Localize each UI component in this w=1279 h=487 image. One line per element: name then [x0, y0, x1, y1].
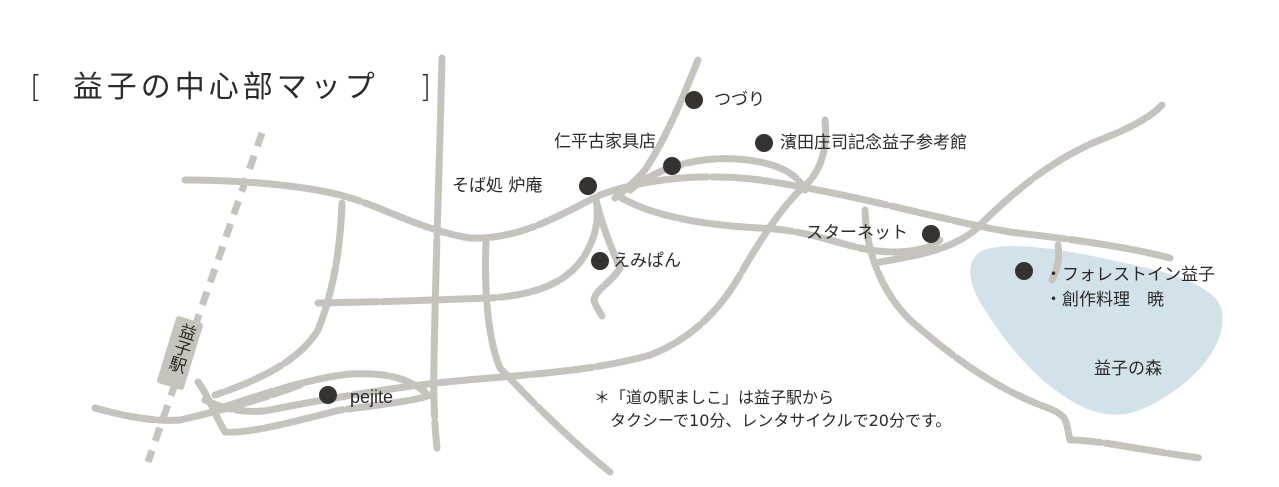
forest-area	[970, 246, 1223, 415]
road-main	[181, 173, 1174, 262]
road-upper-curve	[626, 155, 809, 194]
map-title: [ 益子の中心部マップ ]	[30, 62, 435, 106]
title-bracket-close: ]	[419, 70, 436, 105]
marker-icon-forest[interactable]	[1015, 262, 1033, 280]
place-label-pejite[interactable]: pejite	[350, 387, 394, 407]
road-pejite-upper	[211, 370, 429, 414]
road-vertical-3	[482, 238, 614, 476]
road-lower	[616, 193, 944, 256]
forest-name-label: 益子の森	[1094, 359, 1162, 379]
road-northeast	[876, 101, 1166, 266]
road-vertical-1	[430, 54, 446, 452]
forest-places-list: ・フォレストイン益子 ・創作料理 暁	[1045, 263, 1215, 313]
place-label-hamada[interactable]: 濱田庄司記念益子参考館	[780, 133, 967, 153]
road-cross-middle	[314, 196, 601, 307]
forest-item-akatsuki[interactable]: ・創作料理 暁	[1045, 290, 1164, 310]
marker-icon-tsuzuri[interactable]	[685, 91, 703, 109]
marker-icon-emipan[interactable]	[591, 252, 609, 270]
road-hamada-spur	[201, 116, 830, 416]
marker-icon-pejite[interactable]	[319, 386, 337, 404]
place-label-starnet[interactable]: スターネット	[806, 223, 908, 243]
marker-icon-starnet[interactable]	[922, 225, 940, 243]
road-vertical-2	[211, 199, 346, 399]
title-text: 益子の中心部マップ	[72, 70, 379, 105]
road-south-east	[861, 206, 1204, 462]
place-label-soba[interactable]: そば処 炉庵	[452, 176, 543, 196]
road-forest-spur	[1048, 241, 1063, 284]
note-line-2: タクシーで10分、レンタサイクルで20分です。	[610, 411, 952, 430]
note-line-1: ＊「道の駅ましこ」は益子駅から	[594, 388, 835, 407]
marker-icon-hamada[interactable]	[755, 134, 773, 152]
place-label-nihei[interactable]: 仁平古家具店	[554, 132, 656, 152]
marker-icon-nihei[interactable]	[663, 157, 681, 175]
place-label-tsuzuri[interactable]: つづり	[714, 90, 765, 110]
title-bracket-open: [	[30, 70, 46, 105]
road-north	[611, 56, 702, 202]
forest-item-forestinn[interactable]: ・フォレストイン益子	[1045, 265, 1215, 285]
place-label-emipan[interactable]: えみぱん	[613, 251, 681, 271]
railway-line	[144, 131, 266, 464]
marker-icon-soba[interactable]	[579, 177, 597, 195]
access-note: ＊「道の駅ましこ」は益子駅から タクシーで10分、レンタサイクルで20分です。	[594, 386, 951, 432]
road-emipan	[590, 196, 624, 320]
